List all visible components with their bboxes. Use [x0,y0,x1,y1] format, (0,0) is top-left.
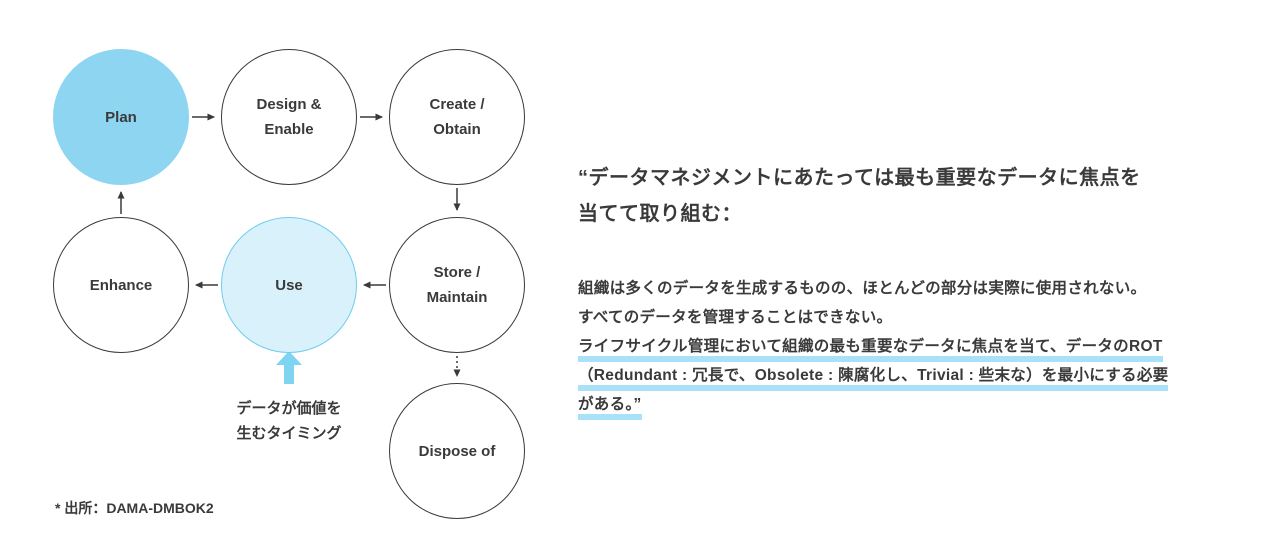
quote-body-line3: ライフサイクル管理において組織の最も重要なデータに焦点を当て、データのROT [578,332,1218,362]
quote-body-line2: すべてのデータを管理することはできない。 [578,309,893,326]
flow-arrows [117,113,461,384]
quote-body-line4: （Redundant : 冗長で、Obsolete : 陳腐化し、Trivial… [578,361,1218,391]
node-store-maintain-label: Store / Maintain [426,264,488,306]
quote-heading-line1: “データマネジメントにあたっては最も重要なデータに焦点を [578,167,1141,189]
node-plan-label: Plan [105,108,137,126]
quote-body-line1: 組織は多くのデータを生成するものの、ほとんどの部分は実際に使用されない。 [578,280,1147,297]
node-enhance-label: Enhance [89,276,153,294]
quote-body: 組織は多くのデータを生成するものの、ほとんどの部分は実際に使用されない。 すべて… [578,274,1218,420]
highlighted-text: （Redundant : 冗長で、Obsolete : 陳腐化し、Trivial… [578,367,1169,391]
node-design-enable: Design & Enable [221,49,357,185]
node-use: Use [221,217,357,353]
node-dispose-of-label: Dispose of [418,442,496,460]
node-plan: Plan [53,49,189,185]
highlighted-text: がある。” [578,396,642,420]
data-lifecycle-diagram: Plan Design & Enable Create / Obtain Enh… [0,0,580,549]
source-citation: * 出所：DAMA-DMBOK2 [55,500,214,516]
node-design-enable-label: Design & Enable [256,96,322,138]
quote-heading: “データマネジメントにあたっては最も重要なデータに焦点を 当てて取り組む： [578,160,1218,232]
value-pointer-arrow [276,351,302,384]
highlighted-text: ライフサイクル管理において組織の最も重要なデータに焦点を当て、データのROT [578,338,1163,362]
node-create-obtain: Create / Obtain [389,49,525,185]
node-store-maintain: Store / Maintain [389,217,525,353]
node-dispose-of: Dispose of [389,383,525,519]
quote-heading-line2: 当てて取り組む： [578,203,742,225]
node-enhance: Enhance [53,217,189,353]
value-timing-annotation: データが価値を 生むタイミング [236,400,342,442]
quote-block: “データマネジメントにあたっては最も重要なデータに焦点を 当てて取り組む： 組織… [578,160,1218,420]
quote-body-line5: がある。” [578,390,1218,420]
node-create-obtain-label: Create / Obtain [429,96,485,138]
node-use-label: Use [275,276,303,294]
